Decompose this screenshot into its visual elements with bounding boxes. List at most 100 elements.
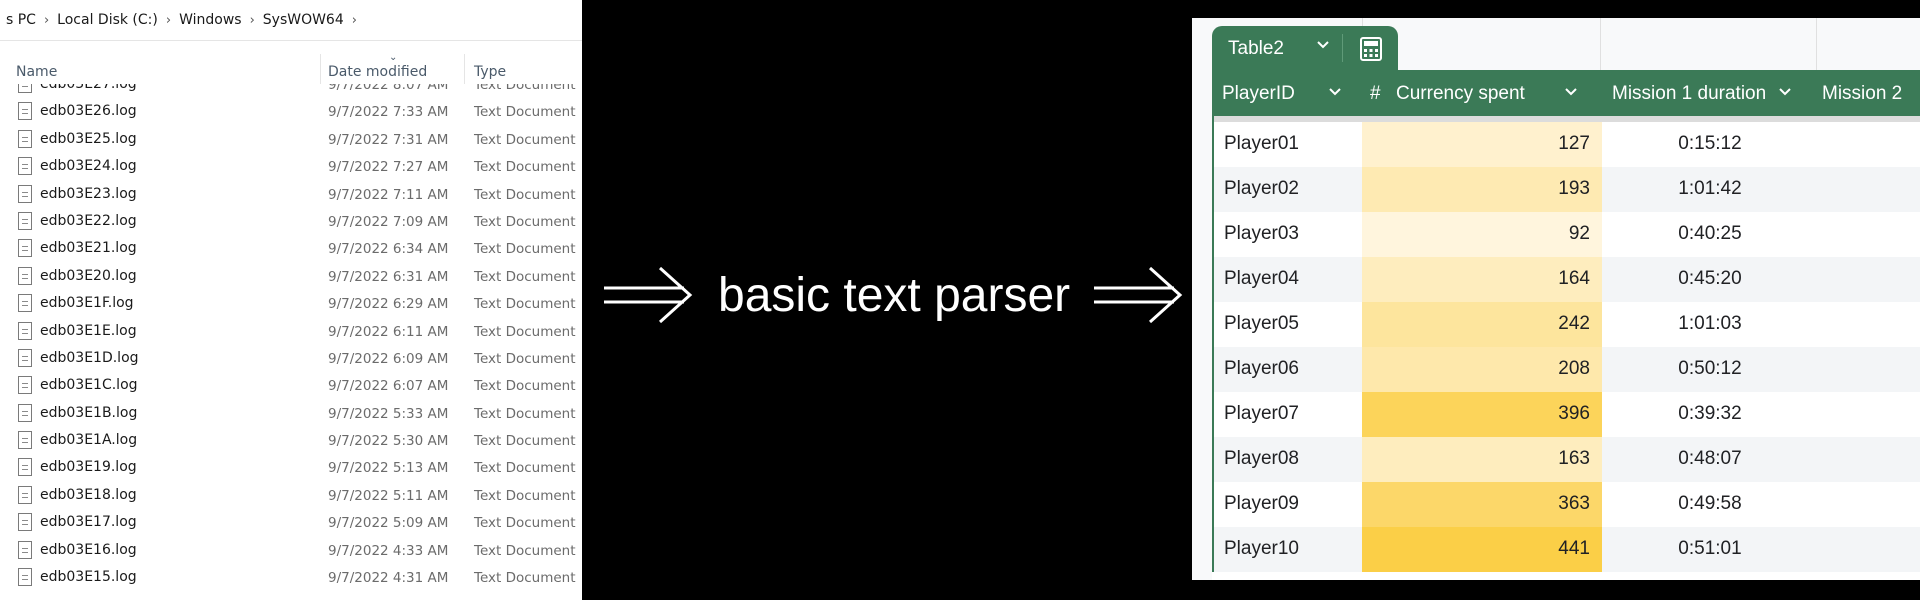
cell-mission-1-duration[interactable]: 0:51:01 bbox=[1602, 527, 1818, 572]
column-header-mission-1-duration[interactable]: Mission 1 duration bbox=[1612, 83, 1767, 104]
cell-currency-spent[interactable]: 164 bbox=[1362, 257, 1602, 302]
column-header-currency-spent[interactable]: Currency spent bbox=[1396, 83, 1525, 104]
file-type: Text Document bbox=[474, 487, 576, 504]
file-type: Text Document bbox=[474, 104, 576, 121]
cell-playerid[interactable]: Player01 bbox=[1214, 122, 1362, 167]
cell-playerid[interactable]: Player02 bbox=[1214, 167, 1362, 212]
text-file-icon bbox=[18, 513, 32, 532]
cell-mission-1-duration[interactable]: 1:01:03 bbox=[1602, 302, 1818, 347]
column-divider[interactable] bbox=[320, 54, 321, 84]
column-header-date-modified[interactable]: Date modified bbox=[328, 64, 428, 80]
cell-mission-2[interactable] bbox=[1818, 527, 1920, 572]
cell-currency-spent[interactable]: 242 bbox=[1362, 302, 1602, 347]
column-header-type[interactable]: Type bbox=[474, 64, 507, 80]
cell-mission-2[interactable] bbox=[1818, 437, 1920, 482]
calculator-icon[interactable] bbox=[1358, 36, 1384, 62]
file-type: Text Document bbox=[474, 378, 576, 395]
cell-currency-spent[interactable]: 92 bbox=[1362, 212, 1602, 257]
cell-mission-1-duration[interactable]: 1:01:42 bbox=[1602, 167, 1818, 212]
cell-playerid[interactable]: Player03 bbox=[1214, 212, 1362, 257]
cell-currency-spent[interactable]: 441 bbox=[1362, 527, 1602, 572]
column-header-playerid[interactable]: PlayerID bbox=[1222, 83, 1295, 104]
cell-mission-1-duration[interactable]: 0:50:12 bbox=[1602, 347, 1818, 392]
cell-mission-1-duration[interactable]: 0:40:25 bbox=[1602, 212, 1818, 257]
breadcrumb-item-syswow64[interactable]: SysWOW64 bbox=[262, 12, 344, 28]
chevron-down-icon[interactable] bbox=[1564, 87, 1578, 97]
breadcrumb-item-this-pc[interactable]: s PC bbox=[6, 12, 36, 28]
cell-mission-2[interactable] bbox=[1818, 347, 1920, 392]
cell-mission-1-duration[interactable]: 0:15:12 bbox=[1602, 122, 1818, 167]
player-id: Player04 bbox=[1224, 268, 1299, 289]
file-type: Text Document bbox=[474, 542, 576, 559]
chevron-right-icon[interactable]: › bbox=[351, 12, 357, 28]
cell-currency-spent[interactable]: 193 bbox=[1362, 167, 1602, 212]
table-name-tab[interactable]: Table2 bbox=[1212, 26, 1398, 70]
cell-currency-spent[interactable]: 396 bbox=[1362, 392, 1602, 437]
currency-value: 441 bbox=[1558, 538, 1590, 559]
cell-mission-2[interactable] bbox=[1818, 392, 1920, 437]
cell-playerid[interactable]: Player10 bbox=[1214, 527, 1362, 572]
sort-descending-icon: ⌄ bbox=[389, 52, 398, 63]
breadcrumb-item-local-disk[interactable]: Local Disk (C:) bbox=[57, 12, 158, 28]
cell-playerid[interactable]: Player07 bbox=[1214, 392, 1362, 437]
breadcrumb-item-windows[interactable]: Windows bbox=[179, 12, 242, 28]
cell-mission-1-duration[interactable]: 0:48:07 bbox=[1602, 437, 1818, 482]
cell-currency-spent[interactable]: 127 bbox=[1362, 122, 1602, 167]
chevron-down-icon[interactable] bbox=[1328, 87, 1342, 97]
cell-mission-2[interactable] bbox=[1818, 302, 1920, 347]
table-row[interactable]: Player10 441 0:51:01 bbox=[1214, 527, 1920, 572]
cell-mission-1-duration[interactable]: 0:49:58 bbox=[1602, 482, 1818, 527]
cell-mission-1-duration[interactable]: 0:45:20 bbox=[1602, 257, 1818, 302]
file-date-modified: 9/7/2022 8:07 AM bbox=[328, 84, 449, 93]
column-header-mission-2[interactable]: Mission 2 bbox=[1822, 83, 1903, 104]
cell-mission-2[interactable] bbox=[1818, 482, 1920, 527]
cell-mission-2[interactable] bbox=[1818, 257, 1920, 302]
cell-playerid[interactable]: Player09 bbox=[1214, 482, 1362, 527]
cell-currency-spent[interactable]: 163 bbox=[1362, 437, 1602, 482]
cell-mission-2[interactable] bbox=[1818, 122, 1920, 167]
cell-playerid[interactable]: Player06 bbox=[1214, 347, 1362, 392]
table-name[interactable]: Table2 bbox=[1228, 38, 1284, 59]
cell-mission-2[interactable] bbox=[1818, 167, 1920, 212]
cell-mission-2[interactable] bbox=[1818, 212, 1920, 257]
column-divider[interactable] bbox=[464, 54, 465, 84]
cell-playerid[interactable]: Player04 bbox=[1214, 257, 1362, 302]
cell-currency-spent[interactable]: 208 bbox=[1362, 347, 1602, 392]
column-header-name[interactable]: Name bbox=[16, 64, 58, 80]
cell-playerid[interactable]: Player05 bbox=[1214, 302, 1362, 347]
cell-mission-1-duration[interactable]: 0:39:32 bbox=[1602, 392, 1818, 437]
chevron-down-icon[interactable] bbox=[1778, 87, 1792, 97]
cell-playerid[interactable]: Player08 bbox=[1214, 437, 1362, 482]
chevron-down-icon[interactable] bbox=[1316, 40, 1330, 50]
cell-currency-spent[interactable]: 363 bbox=[1362, 482, 1602, 527]
